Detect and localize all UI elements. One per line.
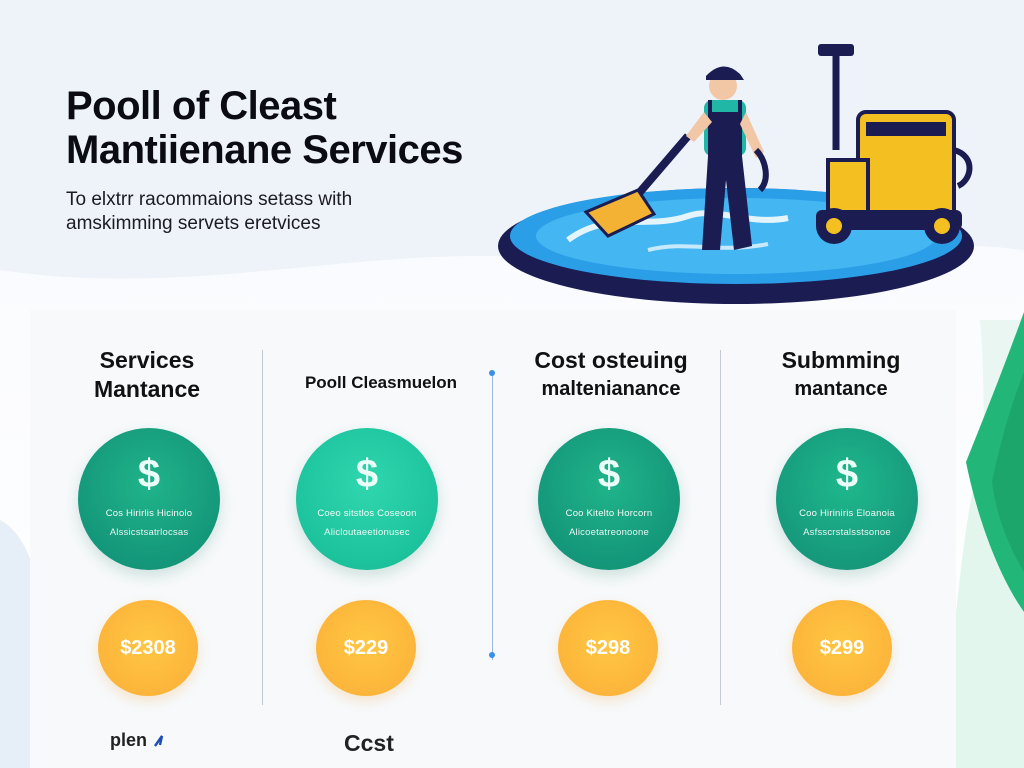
page-title: Pooll of Cleast Mantiienane Services (66, 84, 586, 172)
price-badge[interactable]: $2308 (98, 600, 198, 696)
subtitle-line-1: To elxtrr racommaions setass with (66, 189, 353, 210)
header: Pooll of Cleast Mantiienane Services To … (66, 84, 586, 236)
pricing-panel: Services Mantance $ Cos Hirirlis Hicinol… (30, 310, 956, 768)
footer-center-label: Ccst (344, 730, 394, 756)
dollar-icon: $ (137, 452, 161, 496)
price-badge[interactable]: $229 (316, 600, 416, 696)
side-green-shape (956, 312, 1024, 768)
column-title: Cost osteuing maltenianance (496, 346, 726, 404)
cleaning-cart-icon (816, 44, 973, 244)
service-card-circle[interactable]: $ Coeo sitstlos Coseoon Alicloutaeetionu… (296, 428, 438, 570)
squeegee-icon (583, 133, 692, 238)
circle-caption-2: Asfsscrstalsstsonoe (803, 527, 891, 538)
column-title: Submming mantance (726, 346, 956, 404)
circle-caption-2: Alssicstsatrlocsas (109, 527, 189, 538)
price-badge[interactable]: $298 (558, 600, 658, 696)
column-title-line-1: Cost osteuing (534, 347, 688, 373)
service-card-circle[interactable]: $ Coo Kitelto Horcorn Alicoetatreonoone (538, 428, 680, 570)
column-title-line-1: Services (99, 347, 195, 373)
column-title: Services Mantance (32, 346, 262, 404)
pool-cleaner-illustration (498, 44, 974, 304)
divider-dot-top (489, 370, 495, 376)
column-divider (262, 350, 263, 705)
footer-left-text: plen (110, 730, 148, 750)
worker-figure (686, 66, 769, 250)
title-line-2: Mantiienane Services (66, 128, 463, 172)
column-title-line-2: Mantance (93, 376, 201, 402)
price-badge[interactable]: $299 (792, 600, 892, 696)
arrow-icon (154, 735, 164, 747)
circle-caption-1: Coeo sitstlos Coseoon (317, 508, 417, 519)
circle-caption-2: Alicloutaeetionusec (324, 527, 410, 538)
column-title-line-2: mantance (794, 378, 888, 400)
column-title: Pooll Cleasmuelon (266, 368, 496, 397)
service-card-circle[interactable]: $ Coo Hiriniris Eloanoia Asfsscrstalssts… (776, 428, 918, 570)
service-card-circle[interactable]: $ Cos Hirirlis Hicinolo Alssicstsatrlocs… (78, 428, 220, 570)
column-divider (720, 350, 721, 705)
title-line-1: Pooll of Cleast (66, 84, 337, 128)
dollar-icon: $ (597, 452, 621, 496)
pricing-column-1: Services Mantance $ Cos Hirirlis Hicinol… (32, 310, 262, 768)
circle-caption-1: Cos Hirirlis Hicinolo (105, 508, 193, 519)
circle-caption-2: Alicoetatreonoone (569, 527, 649, 538)
dollar-icon: $ (355, 452, 379, 496)
column-title-line-1: Pooll Cleasmuelon (304, 373, 458, 392)
column-divider-accent (492, 370, 493, 660)
circle-caption-1: Coo Hiriniris Eloanoia (799, 508, 895, 519)
dollar-icon: $ (835, 452, 859, 496)
divider-dot-bottom (489, 652, 495, 658)
footer-left-label: plen (110, 730, 168, 751)
pricing-column-3: Cost osteuing maltenianance $ Coo Kitelt… (496, 310, 726, 768)
column-title-line-2: maltenianance (541, 378, 681, 400)
subtitle-line-2: amskimming servets eretvices (66, 213, 321, 234)
subtitle: To elxtrr racommaions setass with amskim… (66, 188, 466, 236)
column-title-line-1: Submming (781, 347, 901, 373)
pricing-column-2: Pooll Cleasmuelon $ Coeo sitstlos Coseoo… (266, 310, 496, 768)
circle-caption-1: Coo Kitelto Horcorn (565, 508, 653, 519)
pricing-column-4: Submming mantance $ Coo Hiriniris Eloano… (726, 310, 956, 768)
